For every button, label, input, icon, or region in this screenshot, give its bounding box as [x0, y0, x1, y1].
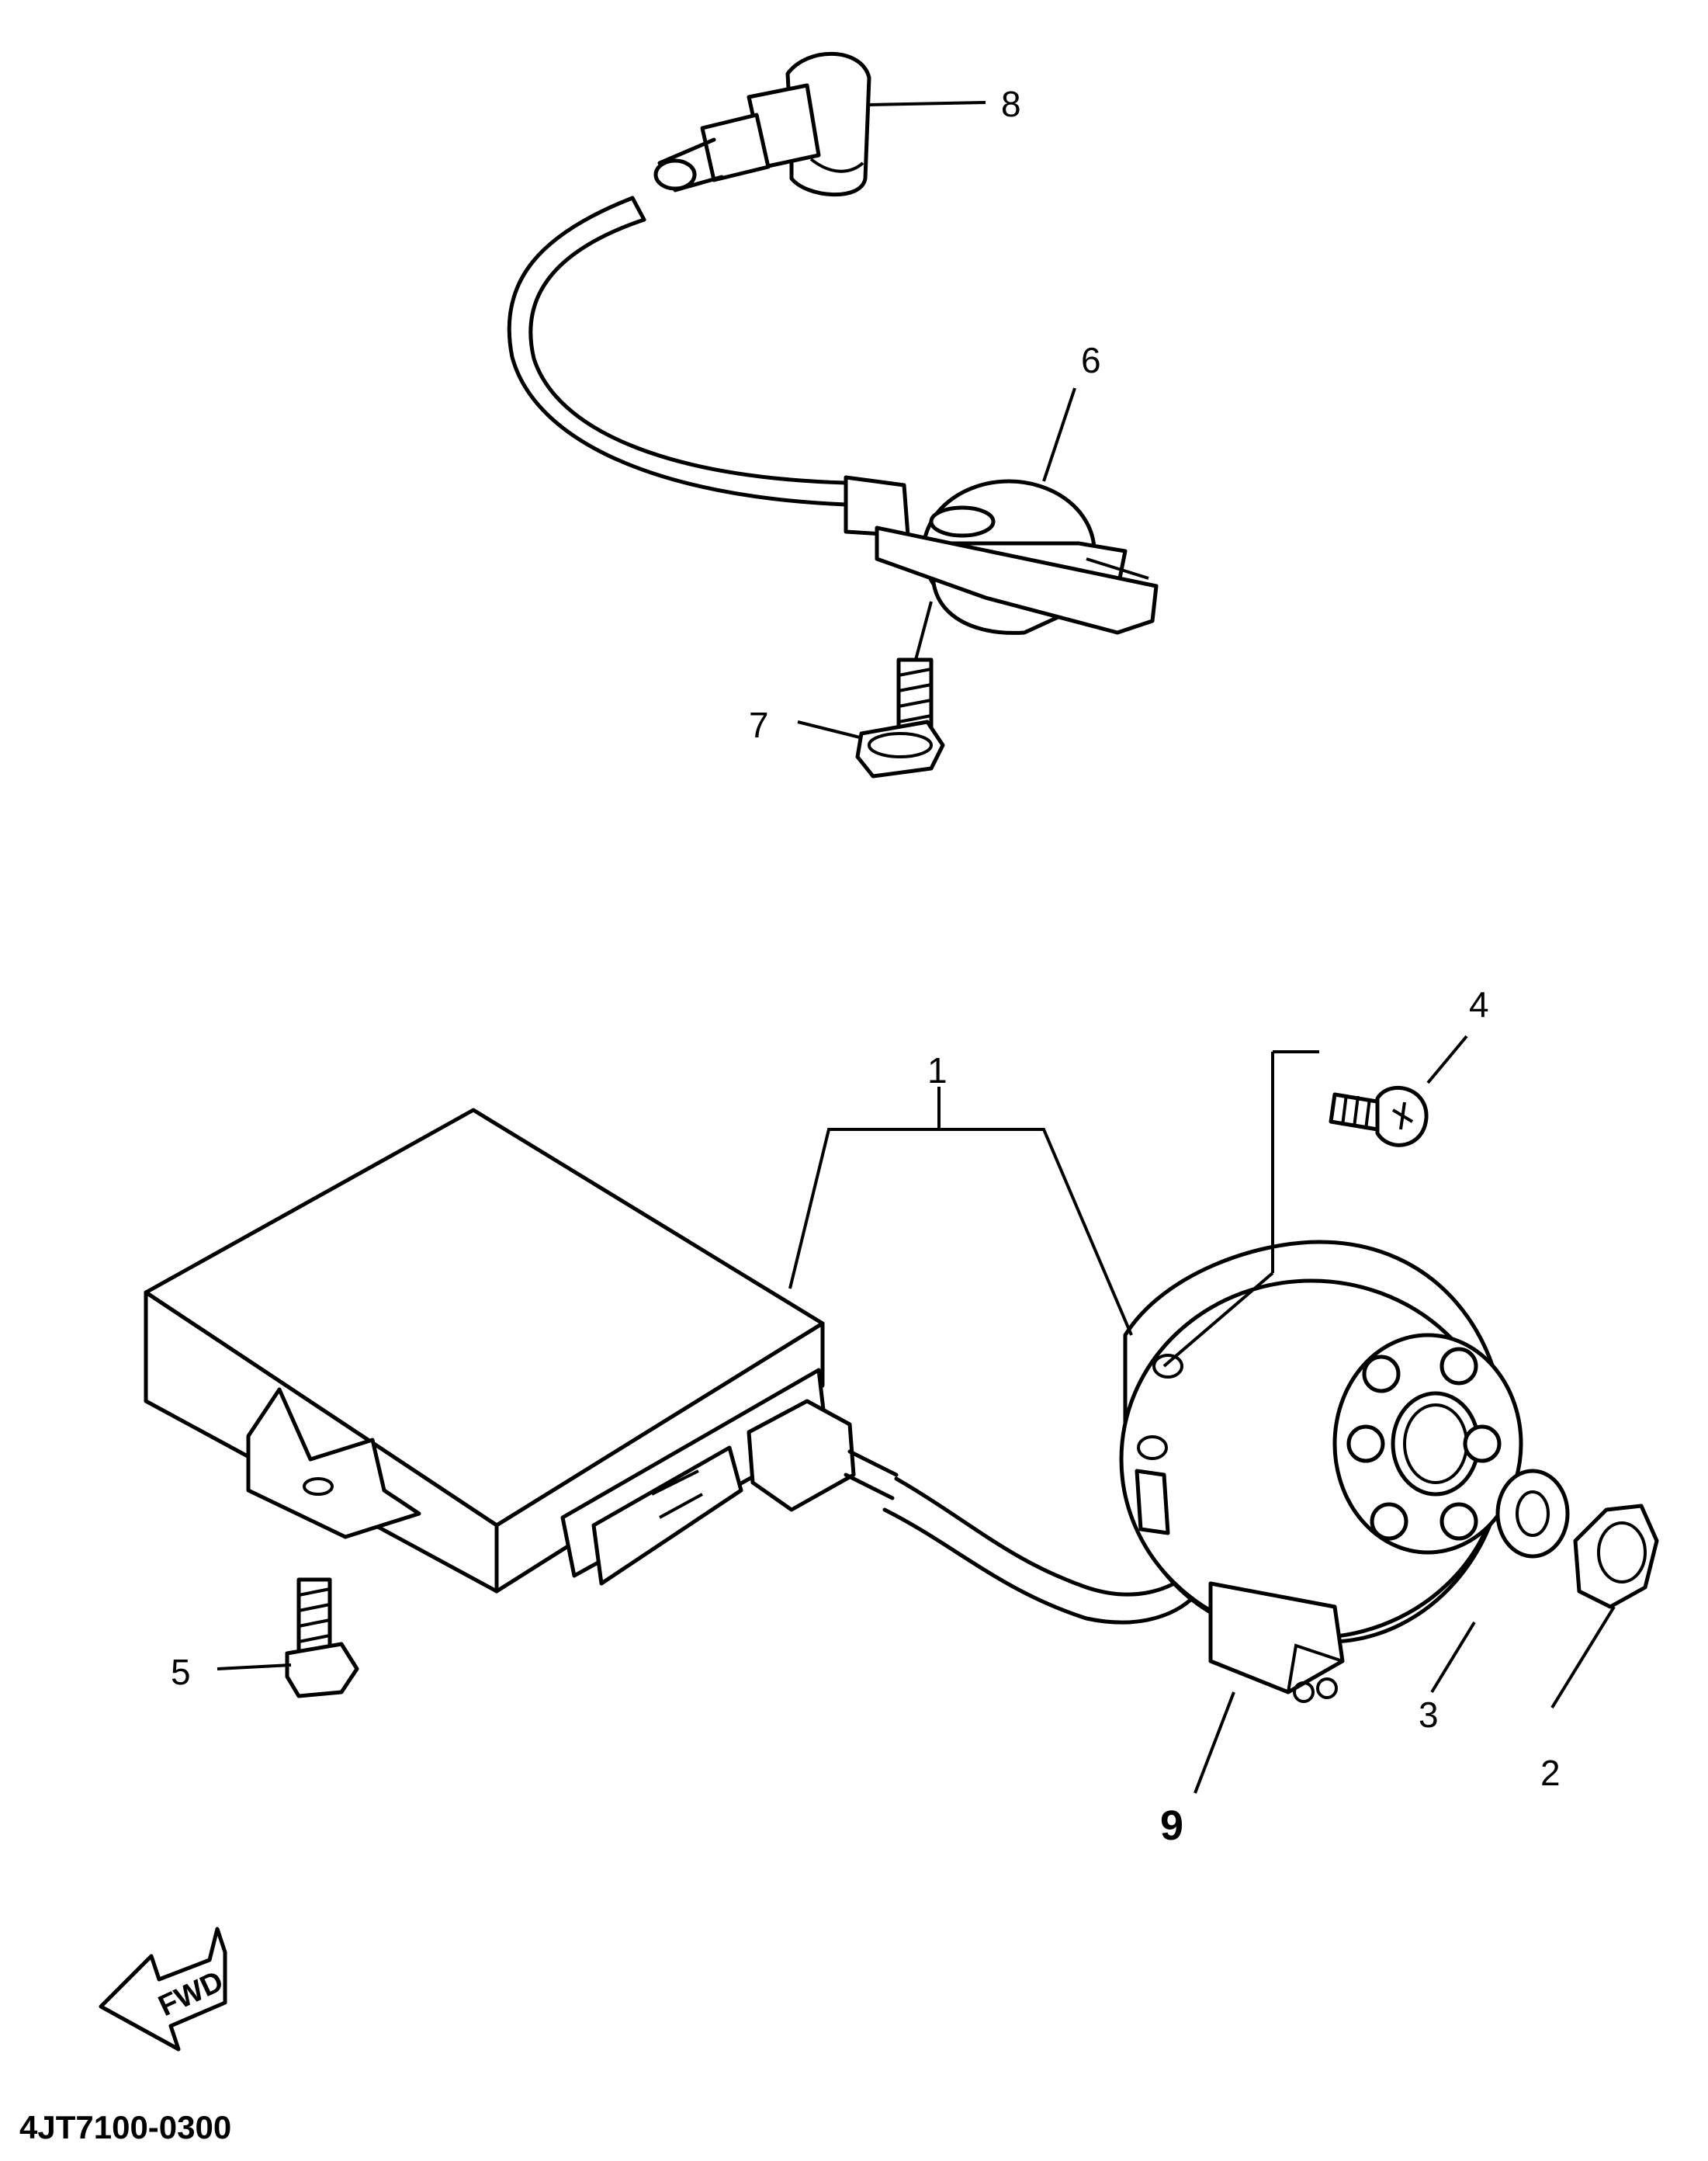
- coil-bolt: [855, 657, 945, 779]
- cdi-bolt: [285, 1577, 359, 1698]
- callout-1: 1: [927, 1050, 948, 1091]
- callout-6: 6: [1081, 340, 1101, 380]
- callout-2: 2: [1540, 1753, 1561, 1793]
- screw: [1329, 1085, 1429, 1147]
- callout-4: 4: [1469, 984, 1489, 1025]
- ignition-coil: [844, 475, 1159, 635]
- cdi-unit: [144, 1108, 829, 1594]
- washer: [1495, 1469, 1570, 1559]
- callout-3: 3: [1419, 1694, 1439, 1735]
- stator-wire-harness: [747, 1399, 1201, 1625]
- nut: [1573, 1504, 1659, 1609]
- spark-plug-cap: [653, 51, 871, 197]
- callout-9: 9: [1160, 1802, 1183, 1849]
- callout-5: 5: [171, 1652, 191, 1692]
- diagram-code: 4JT7100-0300: [19, 2109, 231, 2145]
- fwd-arrow-icon: FWD: [99, 1927, 228, 2052]
- leader-lines: [217, 101, 1616, 1794]
- callout-8: 8: [1001, 84, 1021, 124]
- callout-7: 7: [749, 705, 769, 745]
- ignition-cable: [507, 196, 848, 507]
- rotor-stator-assembly: [1119, 1240, 1523, 1703]
